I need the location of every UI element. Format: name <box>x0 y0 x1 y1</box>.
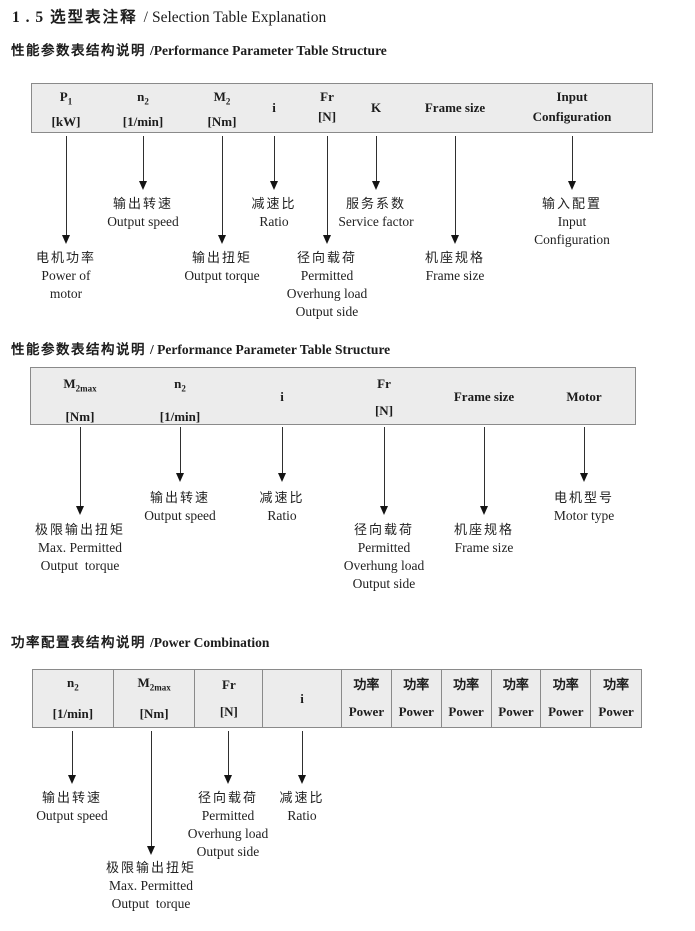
callout-ratio: 减速比 Ratio <box>251 196 297 229</box>
page-title: 1 . 5 选型表注释 /Selection Table Explanation <box>12 8 326 28</box>
arrowhead-icon <box>451 235 459 244</box>
arrow-fr <box>224 731 232 784</box>
callout-overhung-load: 径向载荷 Permitted Overhung load Output side <box>187 790 269 859</box>
arrowhead-icon <box>380 506 388 515</box>
callout-service-factor: 服务系数 Service factor <box>338 196 414 229</box>
arrow-input-config <box>568 136 576 190</box>
arrow-frame-size <box>451 136 459 244</box>
arrowhead-icon <box>139 181 147 190</box>
table1-col-input-config: Input Configuration <box>532 89 612 124</box>
arrow-motor <box>580 427 588 482</box>
section-number: 1 . 5 <box>12 9 45 26</box>
table2-header-box <box>30 367 636 425</box>
page-title-en: Selection Table Explanation <box>151 9 327 26</box>
table3-col-power-1: 功率 Power <box>342 670 392 727</box>
table2-col-motor: Motor <box>566 389 602 404</box>
table1-col-i: i <box>272 100 276 115</box>
table2-col-i: i <box>280 389 284 404</box>
callout-input-configuration: 输入配置 Input Configuration <box>534 196 610 247</box>
arrowhead-icon <box>568 181 576 190</box>
section2-heading-cn: 性能参数表结构说明 <box>11 342 146 357</box>
arrow-fr <box>380 427 388 515</box>
page-title-cn: 选型表注释 <box>50 9 138 26</box>
arrow-n2 <box>68 731 76 784</box>
arrowhead-icon <box>480 506 488 515</box>
callout-output-torque: 输出扭矩 Output torque <box>184 250 260 283</box>
arrow-m2max <box>147 731 155 855</box>
arrowhead-icon <box>278 473 286 482</box>
arrow-m2max <box>76 427 84 515</box>
arrow-p1 <box>62 136 70 244</box>
table3-col-power-3: 功率 Power <box>442 670 492 727</box>
callout-ratio: 减速比 Ratio <box>259 490 305 523</box>
callout-ratio: 减速比 Ratio <box>279 790 325 823</box>
arrowhead-icon <box>224 775 232 784</box>
section2-heading: 性能参数表结构说明 / Performance Parameter Table S… <box>11 341 390 358</box>
arrow-k <box>372 136 380 190</box>
table1-col-n2: n2 [1/min] <box>122 89 164 129</box>
callout-output-speed: 输出转速 Output speed <box>144 490 216 523</box>
section3-heading-cn: 功率配置表结构说明 <box>11 635 146 650</box>
arrowhead-icon <box>298 775 306 784</box>
arrow-fr <box>323 136 331 244</box>
callout-motor-type: 电机型号 Motor type <box>553 490 615 523</box>
callout-output-speed: 输出转速 Output speed <box>107 196 179 229</box>
table1-col-k: K <box>370 100 382 115</box>
table3-col-power-5: 功率 Power <box>541 670 592 727</box>
table2-col-frame-size: Frame size <box>453 389 515 404</box>
arrow-i <box>298 731 306 784</box>
arrow-frame-size <box>480 427 488 515</box>
arrowhead-icon <box>372 181 380 190</box>
table2-col-fr: Fr [N] <box>374 376 394 418</box>
table3-header-box: n2 [1/min] M2max [Nm] Fr [N] i 功率 Power … <box>32 669 642 728</box>
table3-col-n2: n2 [1/min] <box>33 670 114 727</box>
arrow-n2 <box>176 427 184 482</box>
table3-col-power-4: 功率 Power <box>492 670 542 727</box>
table1-header-box <box>31 83 653 133</box>
arrow-m2 <box>218 136 226 244</box>
arrowhead-icon <box>147 846 155 855</box>
table3-col-fr: Fr [N] <box>195 670 264 727</box>
section1-heading-en: /Performance Parameter Table Structure <box>150 43 387 58</box>
table3-col-i: i <box>263 670 342 727</box>
table3-col-m2max: M2max [Nm] <box>114 670 196 727</box>
arrowhead-icon <box>68 775 76 784</box>
arrowhead-icon <box>76 506 84 515</box>
arrowhead-icon <box>580 473 588 482</box>
arrowhead-icon <box>323 235 331 244</box>
arrowhead-icon <box>218 235 226 244</box>
arrowhead-icon <box>270 181 278 190</box>
arrowhead-icon <box>176 473 184 482</box>
title-separator: / <box>143 9 148 26</box>
section3-heading: 功率配置表结构说明/Power Combination <box>11 634 269 651</box>
callout-max-output-torque: 极限输出扭矩 Max. Permitted Output torque <box>105 860 197 911</box>
section2-heading-en: / Performance Parameter Table Structure <box>150 342 391 357</box>
arrowhead-icon <box>62 235 70 244</box>
callout-frame-size: 机座规格 Frame size <box>424 250 486 283</box>
callout-output-speed: 输出转速 Output speed <box>36 790 108 823</box>
table1-col-p1: P1 [kW] <box>51 89 81 129</box>
table3-col-power-6: 功率 Power <box>598 677 634 719</box>
table2-col-m2max: M2max [Nm] <box>63 376 97 424</box>
section3-heading-en: /Power Combination <box>150 635 270 650</box>
table2-col-n2: n2 [1/min] <box>159 376 201 424</box>
callout-overhung-load: 径向载荷 Permitted Overhung load Output side <box>343 522 425 591</box>
section1-heading: 性能参数表结构说明/Performance Parameter Table St… <box>11 42 387 59</box>
callout-frame-size: 机座规格 Frame size <box>453 522 515 555</box>
table3-col-power-2: 功率 Power <box>392 670 442 727</box>
callout-power-of-motor: 电机功率 Power of motor <box>35 250 97 301</box>
arrow-i <box>270 136 278 190</box>
callout-overhung-load: 径向载荷 Permitted Overhung load Output side <box>286 250 368 319</box>
arrow-n2 <box>139 136 147 190</box>
table1-col-frame-size: Frame size <box>424 100 486 115</box>
section1-heading-cn: 性能参数表结构说明 <box>11 43 146 58</box>
table1-col-m2: M2 [Nm] <box>207 89 237 129</box>
callout-max-output-torque: 极限输出扭矩 Max. Permitted Output torque <box>34 522 126 573</box>
arrow-i <box>278 427 286 482</box>
table1-col-fr: Fr [N] <box>317 89 337 124</box>
